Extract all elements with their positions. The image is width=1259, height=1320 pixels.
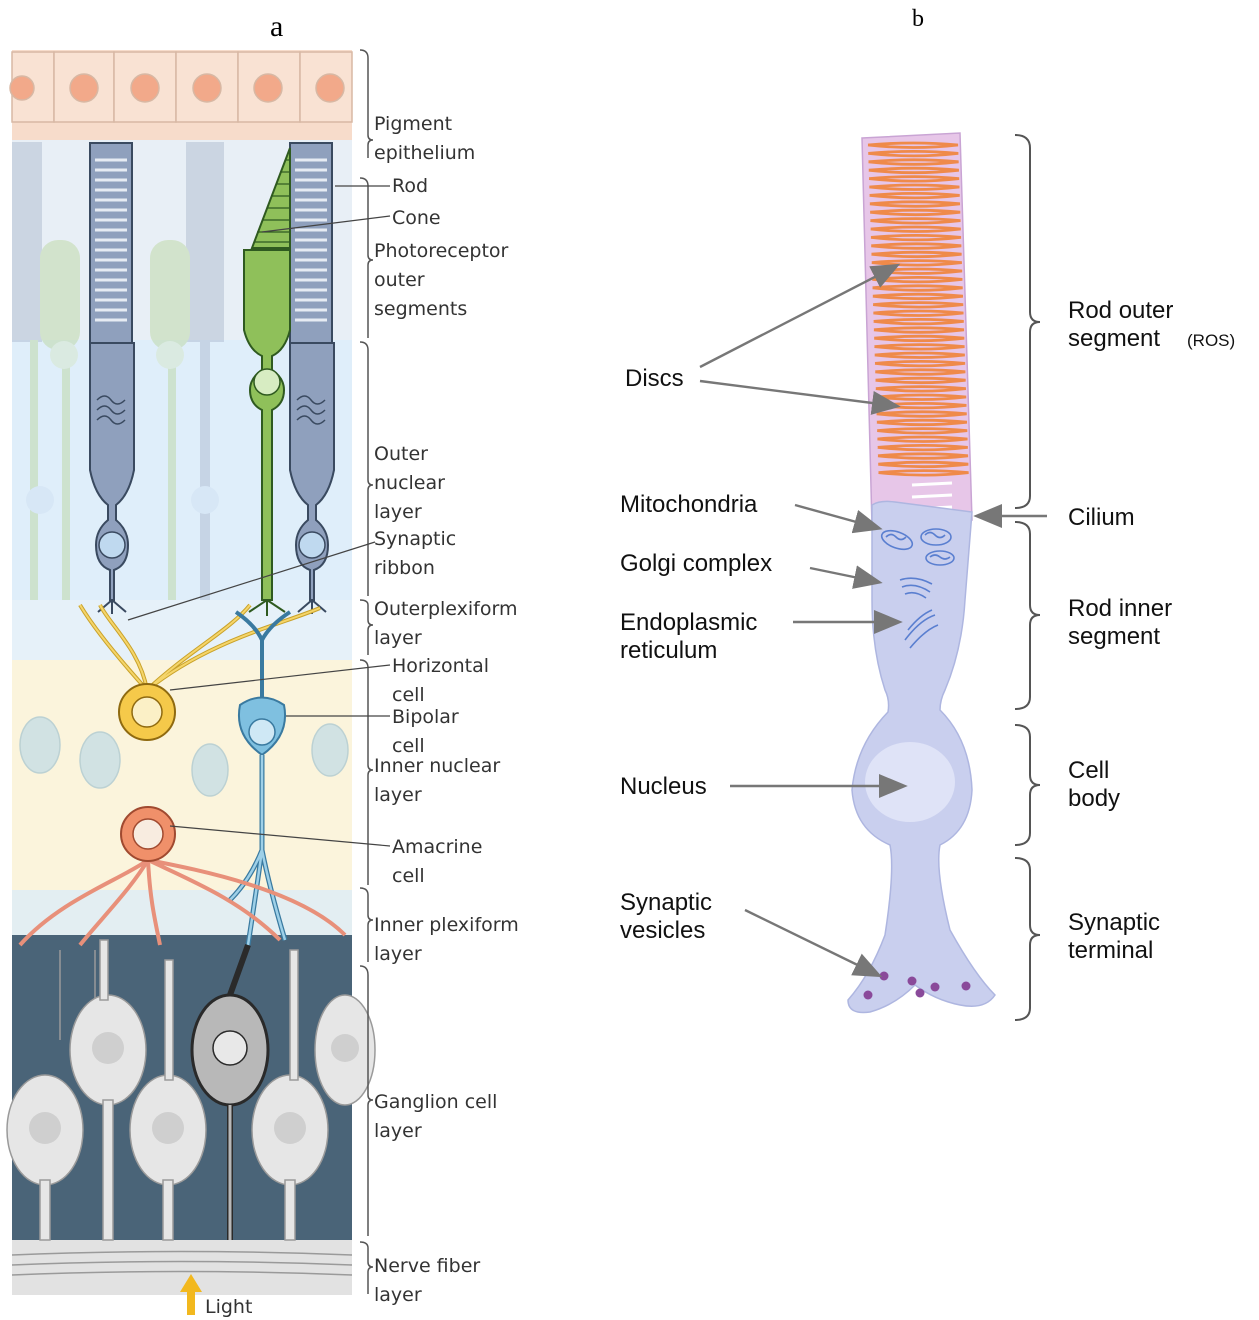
inner-plexiform-layer-label: Inner plexiform layer — [374, 914, 525, 965]
nerve-fiber-layer-label: Nerve fiber layer — [374, 1255, 486, 1306]
rod-inner-segment-label: Rod inner segment — [1068, 595, 1179, 650]
cilium-label: Cilium — [1068, 504, 1135, 531]
synaptic-vesicles-label: Synaptic vesicles — [620, 889, 719, 944]
synaptic-terminal-label: Synaptic terminal — [1068, 909, 1167, 964]
layer-braces — [360, 50, 373, 1294]
pigment-epithelium-label: Pigment epithelium — [374, 113, 475, 164]
inner-nuclear-band — [12, 660, 352, 890]
rod-outer-segment-label: Rod outer segment — [1068, 297, 1180, 352]
pigment-cells — [10, 52, 352, 122]
outer-nuclear-layer-label: Outer nuclear layer — [374, 443, 451, 523]
panel-a-letter: a — [270, 10, 283, 43]
region-labels: Rod outer segment (ROS) Cilium Rod inner… — [1068, 297, 1235, 964]
amacrine-cell-label: Amacrine cell — [392, 836, 488, 887]
endoplasmic-reticulum-label: Endoplasmic reticulum — [620, 609, 764, 664]
bipolar-cell-label: Bipolar cell — [392, 706, 465, 757]
ganglion-cell-layer-label: Ganglion cell layer — [374, 1091, 503, 1142]
nucleus-label: Nucleus — [620, 773, 707, 800]
rod-cell-1 — [90, 143, 134, 614]
rod-cell-2 — [290, 143, 334, 614]
cell-body-label: Cell body — [1068, 757, 1120, 812]
horizontal-cell-label: Horizontal cell — [392, 655, 495, 706]
inner-nuclear-layer-label: Inner nuclear layer — [374, 755, 506, 806]
retina-illustration — [7, 50, 375, 1315]
region-braces — [1015, 135, 1040, 1020]
cone-label: Cone — [392, 207, 441, 229]
synaptic-ribbon-label: Synaptic ribbon — [374, 528, 462, 579]
ros-abbreviation: (ROS) — [1187, 331, 1235, 350]
discs-label: Discs — [625, 365, 684, 392]
outer-plexiform-layer-label: Outerplexiform layer — [374, 598, 524, 649]
rod-cell-illustration — [848, 133, 995, 1013]
nucleus-shape — [865, 742, 955, 822]
mitochondria-label: Mitochondria — [620, 491, 758, 518]
nerve-fiber-band — [12, 1240, 352, 1295]
light-label: Light — [205, 1296, 252, 1318]
photoreceptor-outer-segments-label: Photoreceptor outer segments — [374, 240, 514, 320]
organelle-labels: Discs Mitochondria Golgi complex Endopla… — [620, 365, 772, 944]
panel-b-letter: b — [912, 6, 924, 32]
rod-label: Rod — [392, 175, 428, 197]
golgi-complex-label: Golgi complex — [620, 550, 772, 577]
